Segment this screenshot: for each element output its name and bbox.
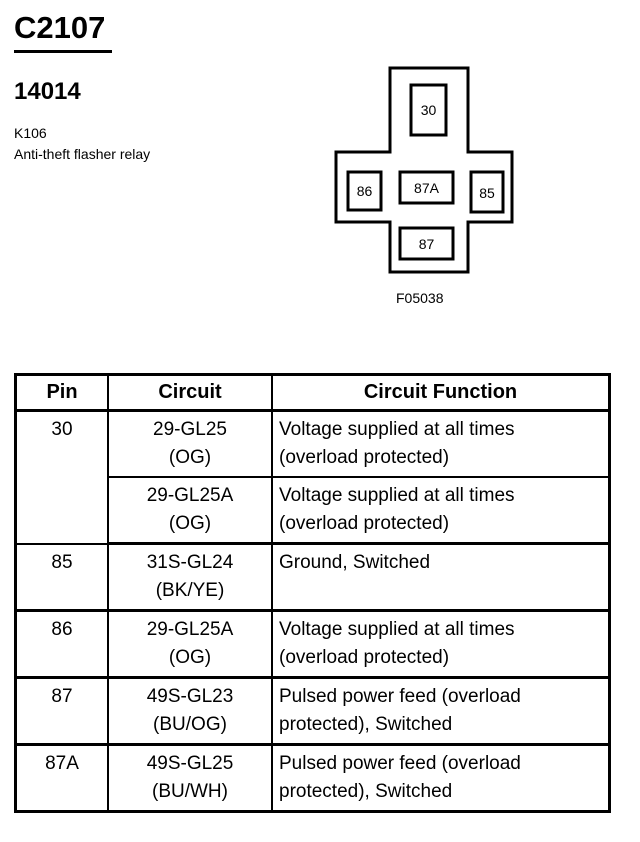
function-line: (overload protected) <box>279 447 450 468</box>
terminal-87a-box <box>398 170 455 205</box>
function-cell: Pulsed power feed (overload protected), S… <box>271 743 611 813</box>
header-function: Circuit Function <box>271 373 611 412</box>
function-cell: Pulsed power feed (overload protected), S… <box>271 676 611 746</box>
component-id: K106 <box>14 125 47 141</box>
table-header-row: Pin Circuit Circuit Function <box>14 373 611 412</box>
circuit-color: (BU/OG) <box>153 714 227 735</box>
figure-id: F05038 <box>396 290 444 306</box>
component-description: Anti-theft flasher relay <box>14 146 151 162</box>
terminal-85-label: 85 <box>479 185 495 201</box>
function-line: Voltage supplied at all times <box>279 419 515 440</box>
function-line: protected), Switched <box>279 714 453 735</box>
function-cell: Ground, Switched <box>271 542 611 612</box>
circuit-code: 29-GL25A <box>146 619 234 640</box>
terminal-86-box <box>346 170 383 212</box>
function-line: protected), Switched <box>279 781 453 802</box>
terminal-85-box <box>469 170 505 214</box>
pin-cell: 87A <box>14 743 109 813</box>
table-row: 85 31S-GL24 (BK/YE) Ground, Switched <box>14 542 611 612</box>
function-cell: Voltage supplied at all times (overload p… <box>271 609 611 679</box>
function-line: Pulsed power feed (overload <box>279 686 521 707</box>
terminal-30-label: 30 <box>421 102 437 118</box>
function-line: (overload protected) <box>279 513 450 534</box>
table-row: 86 29-GL25A (OG) Voltage supplied at all … <box>14 609 611 679</box>
circuit-cell: 29-GL25A (OG) <box>107 476 273 545</box>
table-row: 87 49S-GL23 (BU/OG) Pulsed power feed (ov… <box>14 676 611 746</box>
circuit-code: 29-GL25A <box>146 485 234 506</box>
circuit-color: (OG) <box>168 647 212 668</box>
circuit-cell: 49S-GL25 (BU/WH) <box>107 743 273 813</box>
part-number: 14014 <box>14 78 81 105</box>
pin-cell: 30 <box>14 409 109 545</box>
connector-id-underline <box>14 50 112 53</box>
pin-cell: 85 <box>14 542 109 612</box>
pin-cell: 86 <box>14 609 109 679</box>
circuit-color: (OG) <box>168 513 212 534</box>
circuit-code: 31S-GL24 <box>146 552 234 573</box>
pin-cell: 87 <box>14 676 109 746</box>
circuit-color: (BK/YE) <box>155 580 225 601</box>
header-circuit: Circuit <box>107 373 273 412</box>
function-line: Voltage supplied at all times <box>279 619 515 640</box>
circuit-color: (OG) <box>168 447 212 468</box>
circuit-cell: 49S-GL23 (BU/OG) <box>107 676 273 746</box>
table-row: 30 29-GL25 (OG) Voltage supplied at all t… <box>14 409 611 545</box>
function-line: Pulsed power feed (overload <box>279 753 521 774</box>
function-cell: Voltage supplied at all times (overload p… <box>271 409 611 478</box>
terminal-87-label: 87 <box>419 236 435 252</box>
circuit-code: 49S-GL23 <box>146 686 234 707</box>
pin-table: Pin Circuit Circuit Function 30 29-GL25 (… <box>14 373 611 813</box>
terminal-87-box <box>398 226 455 261</box>
function-line: Ground, Switched <box>279 552 431 573</box>
function-line: Voltage supplied at all times <box>279 485 515 506</box>
terminal-86-label: 86 <box>357 183 373 199</box>
circuit-code: 49S-GL25 <box>146 753 234 774</box>
circuit-color: (BU/WH) <box>152 781 228 802</box>
circuit-cell: 29-GL25A (OG) <box>107 609 273 679</box>
connector-outline <box>334 66 514 274</box>
circuit-code: 29-GL25 <box>153 419 227 440</box>
terminal-87a-label: 87A <box>414 180 440 196</box>
function-line: (overload protected) <box>279 647 450 668</box>
table-row: 87A 49S-GL25 (BU/WH) Pulsed power feed (o… <box>14 743 611 813</box>
table-row: 29-GL25A (OG) Voltage supplied at all tim… <box>16 476 611 545</box>
header-pin: Pin <box>14 373 109 412</box>
connector-id: C2107 <box>14 10 106 45</box>
circuit-cell: 29-GL25 (OG) <box>107 409 273 478</box>
terminal-30-box <box>409 83 448 137</box>
circuit-cell: 31S-GL24 (BK/YE) <box>107 542 273 612</box>
function-cell: Voltage supplied at all times (overload p… <box>271 476 611 545</box>
